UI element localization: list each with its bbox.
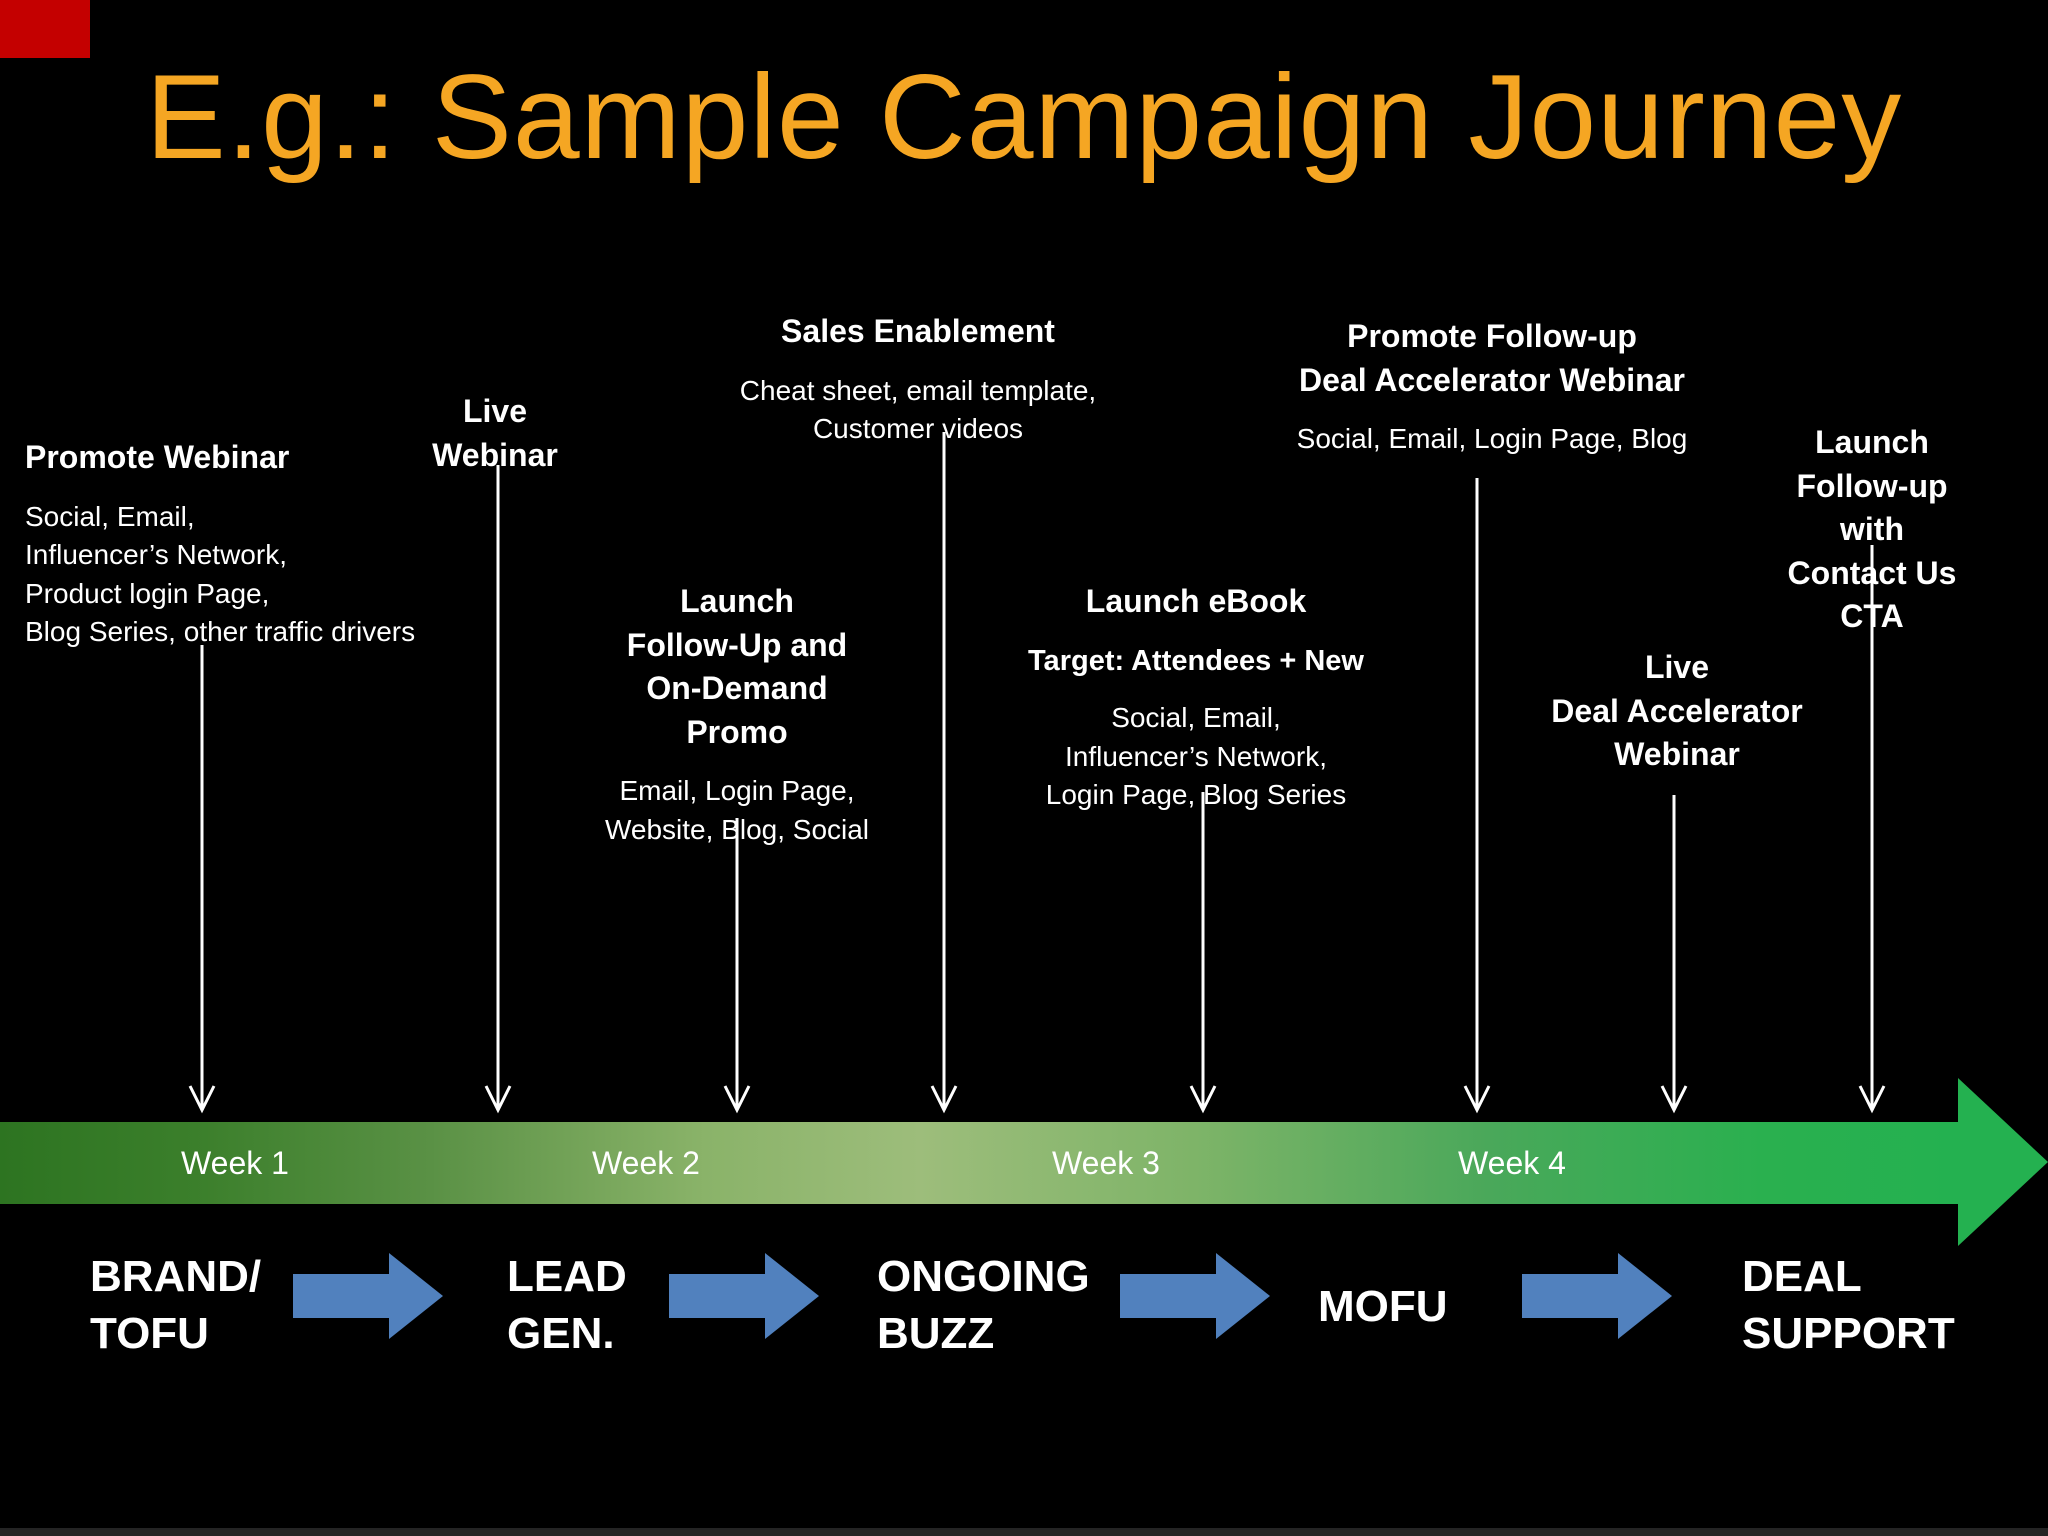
annotation-launch-contact-cta: Launch Follow-up with Contact Us CTA: [1784, 403, 1960, 657]
red-corner-marker: [0, 0, 90, 58]
annotation-body: Social, Email, Influencer’s Network, Log…: [1045, 701, 1347, 811]
timeline-arrowhead: [1958, 1078, 2048, 1246]
down-arrow-live-deal-accelerator: [1660, 795, 1688, 1114]
annotation-heading: Launch Follow-up with Contact Us CTA: [1787, 424, 1957, 635]
annotation-heading: Promote Follow-up Deal Accelerator Webin…: [1299, 318, 1685, 398]
stage-lead-gen: LEAD GEN.: [507, 1252, 627, 1358]
annotation-live-webinar: Live Webinar: [432, 372, 558, 495]
down-arrow-promote-webinar: [188, 645, 216, 1114]
annotation-body: Social, Email, Login Page, Blog: [1296, 423, 1688, 455]
stage-mofu: MOFU: [1318, 1282, 1448, 1331]
bottom-edge-strip: [0, 1528, 2048, 1536]
week-1-label: Week 1: [181, 1145, 289, 1181]
annotation-heading: Sales Enablement: [781, 313, 1055, 349]
stage-ongoing-buzz: ONGOING BUZZ: [877, 1252, 1090, 1358]
down-arrow-promote-followup-webinar: [1463, 478, 1491, 1114]
annotation-launch-followup-promo: Launch Follow-Up and On-Demand Promo Ema…: [605, 562, 869, 867]
week-4-label: Week 4: [1458, 1145, 1566, 1181]
down-arrow-launch-contact-cta: [1858, 545, 1886, 1114]
down-arrow-launch-followup-promo: [723, 818, 751, 1114]
week-3-label: Week 3: [1052, 1145, 1160, 1181]
stage-arrow-2: [669, 1253, 819, 1339]
annotation-sales-enablement: Sales Enablement Cheat sheet, email temp…: [740, 292, 1096, 467]
stage-deal-support: DEAL SUPPORT: [1742, 1252, 1955, 1358]
annotation-heading: Launch eBook: [1085, 583, 1307, 619]
annotation-live-deal-accelerator: Live Deal Accelerator Webinar: [1551, 628, 1802, 795]
annotation-body: Email, Login Page, Website, Blog, Social: [604, 775, 870, 845]
timeline-band: [0, 1122, 1958, 1204]
week-2-label: Week 2: [592, 1145, 700, 1181]
annotation-heading: Live Deal Accelerator Webinar: [1551, 649, 1803, 773]
stage-brand-tofu: BRAND/ TOFU: [90, 1252, 262, 1358]
stage-arrow-4: [1522, 1253, 1672, 1339]
annotation-launch-ebook: Launch eBook Target: Attendees + New Soc…: [1028, 562, 1364, 833]
annotation-heading: Promote Webinar: [25, 439, 290, 475]
down-arrow-launch-ebook: [1189, 792, 1217, 1114]
annotation-heading: Launch Follow-Up and On-Demand Promo: [626, 583, 848, 750]
annotation-subheading: Target: Attendees + New: [1028, 644, 1364, 677]
down-arrow-sales-enablement: [930, 432, 958, 1114]
annotation-promote-webinar: Promote Webinar Social, Email, Influence…: [25, 418, 505, 670]
annotation-promote-followup-webinar: Promote Follow-up Deal Accelerator Webin…: [1297, 297, 1688, 477]
down-arrow-live-webinar: [484, 465, 512, 1114]
annotation-body: Cheat sheet, email template, Customer vi…: [739, 374, 1097, 445]
annotation-heading: Live Webinar: [432, 393, 558, 473]
stage-arrow-3: [1120, 1253, 1270, 1339]
slide-title: E.g.: Sample Campaign Journey: [145, 50, 1903, 184]
stage-arrow-1: [293, 1253, 443, 1339]
annotation-body: Social, Email, Influencer’s Network, Pro…: [25, 500, 416, 648]
